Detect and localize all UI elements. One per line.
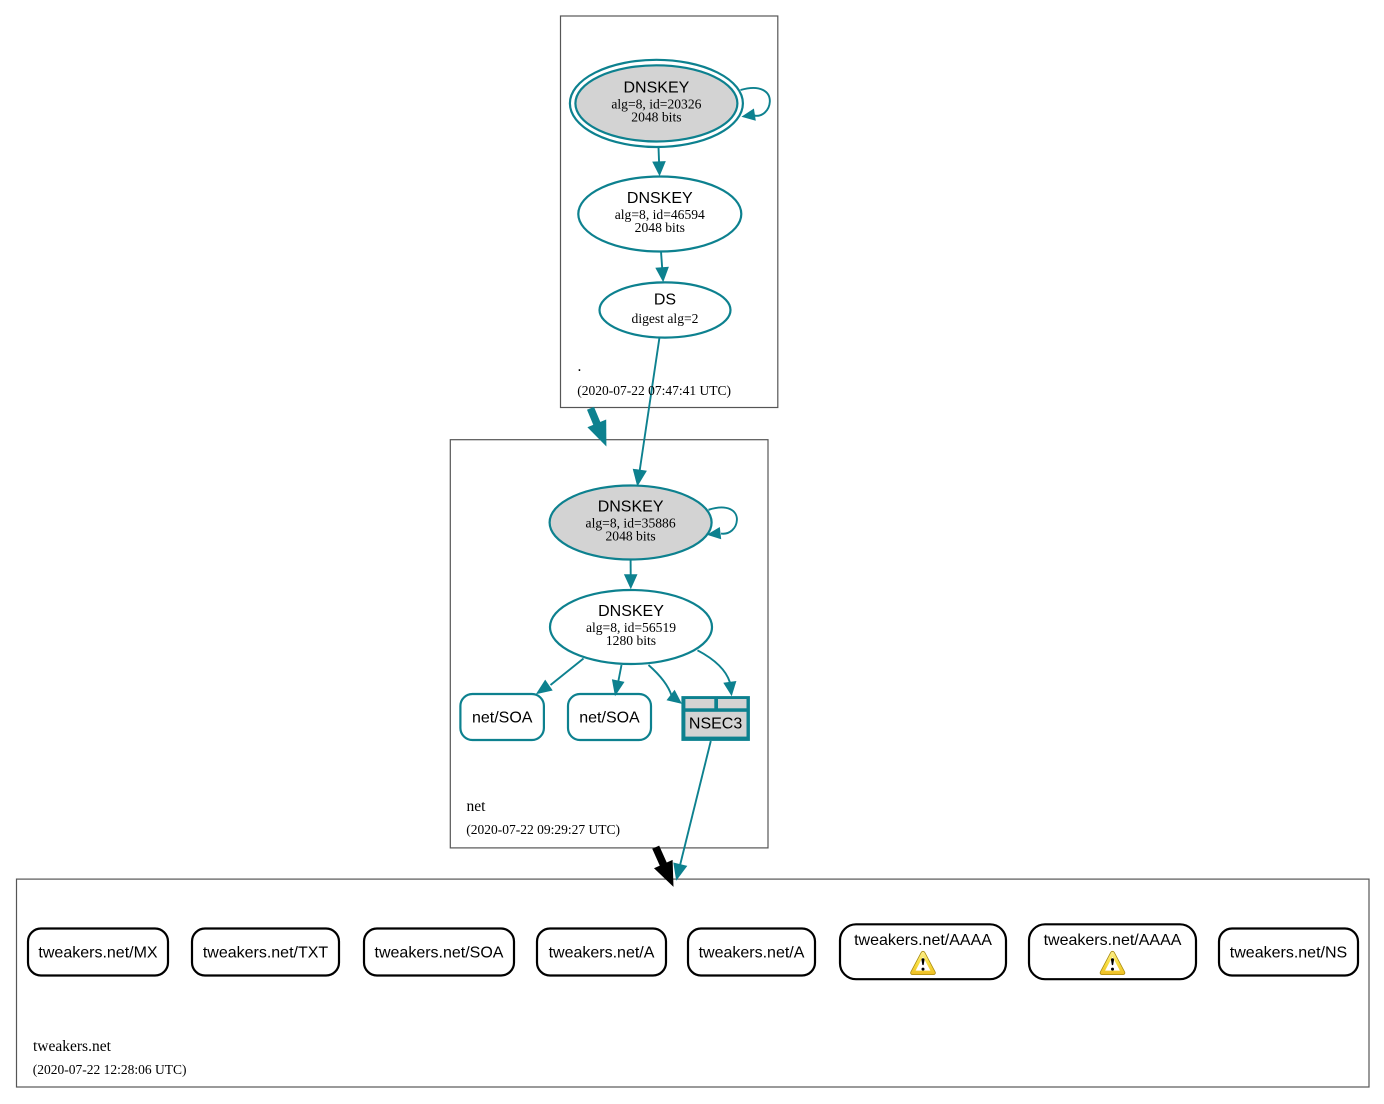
svg-text:DNSKEY: DNSKEY (598, 603, 664, 620)
svg-text:alg=8, id=20326: alg=8, id=20326 (611, 96, 701, 111)
svg-text:net/SOA: net/SOA (579, 710, 640, 727)
svg-text:DNSKEY: DNSKEY (627, 190, 693, 207)
svg-text:net: net (467, 798, 487, 815)
svg-text:tweakers.net/SOA: tweakers.net/SOA (375, 945, 504, 962)
svg-text:net/SOA: net/SOA (472, 710, 533, 727)
svg-text:.: . (578, 358, 582, 375)
svg-text:tweakers.net: tweakers.net (33, 1038, 112, 1055)
svg-text:tweakers.net/TXT: tweakers.net/TXT (203, 945, 329, 962)
svg-text:tweakers.net/A: tweakers.net/A (549, 945, 655, 962)
svg-text:digest alg=2: digest alg=2 (632, 311, 699, 326)
svg-text:(2020-07-22 09:29:27 UTC): (2020-07-22 09:29:27 UTC) (466, 822, 620, 837)
svg-text:tweakers.net/A: tweakers.net/A (699, 945, 805, 962)
svg-text:1280 bits: 1280 bits (606, 633, 656, 648)
svg-text:alg=8, id=35886: alg=8, id=35886 (586, 516, 676, 531)
svg-text:tweakers.net/NS: tweakers.net/NS (1230, 945, 1347, 962)
svg-text:(2020-07-22 07:47:41 UTC): (2020-07-22 07:47:41 UTC) (577, 383, 731, 398)
svg-text:NSEC3: NSEC3 (689, 716, 742, 733)
svg-text:alg=8, id=46594: alg=8, id=46594 (615, 207, 705, 222)
svg-text:2048 bits: 2048 bits (631, 109, 681, 124)
svg-text:tweakers.net/AAAA: tweakers.net/AAAA (1044, 932, 1182, 949)
svg-text:2048 bits: 2048 bits (635, 220, 685, 235)
svg-text:DNSKEY: DNSKEY (624, 79, 690, 96)
svg-text:DS: DS (654, 292, 676, 309)
svg-text:(2020-07-22 12:28:06 UTC): (2020-07-22 12:28:06 UTC) (33, 1062, 187, 1077)
svg-text:2048 bits: 2048 bits (605, 529, 655, 544)
svg-text:tweakers.net/AAAA: tweakers.net/AAAA (854, 932, 992, 949)
svg-text:tweakers.net/MX: tweakers.net/MX (38, 945, 157, 962)
svg-text:alg=8, id=56519: alg=8, id=56519 (586, 620, 676, 635)
svg-text:DNSKEY: DNSKEY (598, 499, 664, 516)
